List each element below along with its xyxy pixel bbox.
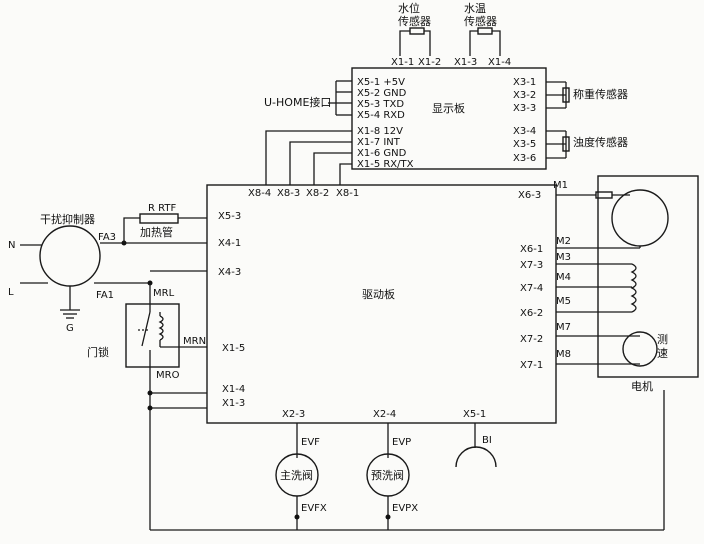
- drive-pin-x1-4: X1-4: [222, 384, 245, 395]
- display-board-label: 显示板: [432, 101, 465, 115]
- mrl-label: MRL: [153, 288, 175, 299]
- turbidity-sensor-label: 浊度传感器: [573, 135, 628, 149]
- display-pin-x5-3: X5-3 TXD: [357, 99, 404, 110]
- water-temp-label-2: 传感器: [464, 15, 497, 28]
- motor-wire-m8: M8: [556, 349, 571, 360]
- heater-code: R RTF: [148, 203, 176, 214]
- heater-label: 加热管: [140, 225, 173, 239]
- bi-component: [455, 446, 497, 468]
- display-pin-x3-3: X3-3: [513, 103, 536, 114]
- tachometer-label-char: 速: [657, 347, 668, 360]
- drive-pin-x2-4: X2-4: [373, 409, 396, 420]
- drive-pin-x7-4: X7-4: [520, 283, 543, 294]
- drive-pin-x8-1: X8-1: [336, 188, 359, 199]
- water-level-label-2: 传感器: [398, 15, 431, 28]
- drive-board-label: 驱动板: [362, 287, 395, 301]
- display-pin-x1-5: X1-5 RX/TX: [357, 159, 414, 170]
- filter-label: 干扰抑制器: [40, 212, 95, 226]
- fa3-label: FA3: [98, 232, 116, 243]
- heater-element: [139, 213, 179, 224]
- display-pin-x1-4: X1-4: [488, 57, 511, 68]
- drive-pin-x4-3: X4-3: [218, 267, 241, 278]
- motor-wire-m4: M4: [556, 272, 571, 283]
- display-pin-x1-2: X1-2: [418, 57, 441, 68]
- motor-wire-m1: M1: [553, 180, 568, 191]
- drive-pin-x1-3: X1-3: [222, 398, 245, 409]
- pre-valve-bottom-label: EVPX: [392, 503, 418, 514]
- drive-pin-x7-1: X7-1: [520, 360, 543, 371]
- main-wash-valve-label: 主洗阀: [280, 468, 313, 482]
- main-valve-bottom-label: EVFX: [301, 503, 327, 514]
- drive-pin-x7-2: X7-2: [520, 334, 543, 345]
- weight-sensor-label: 称重传感器: [573, 87, 628, 101]
- door-lock-coil: [158, 315, 164, 341]
- motor-rotor: [611, 189, 669, 247]
- power-l-label: L: [8, 287, 14, 298]
- pre-valve-top-label: EVP: [392, 437, 411, 448]
- motor-box: [597, 175, 699, 378]
- interference-filter: [39, 225, 101, 287]
- display-pin-x3-2: X3-2: [513, 90, 536, 101]
- drive-pin-x5-3: X5-3: [218, 211, 241, 222]
- display-pin-x1-7: X1-7 INT: [357, 137, 401, 148]
- motor-label: 电机: [631, 379, 653, 393]
- water-temp-label-1: 水温: [464, 2, 486, 15]
- drive-pin-x8-4: X8-4: [248, 188, 271, 199]
- drive-pin-x8-3: X8-3: [277, 188, 300, 199]
- power-n-label: N: [8, 240, 15, 251]
- display-pin-x3-4: X3-4: [513, 126, 536, 137]
- display-pin-x5-1: X5-1 +5V: [357, 77, 405, 88]
- mro-label: MRO: [156, 370, 180, 381]
- water-temp-sensor: [477, 27, 493, 35]
- drive-pin-x2-3: X2-3: [282, 409, 305, 420]
- u-home-label: U-HOME接口: [264, 96, 331, 109]
- drive-pin-x6-2: X6-2: [520, 308, 543, 319]
- drive-pin-x5-1: X5-1: [463, 409, 486, 420]
- motor-wire-m5: M5: [556, 296, 571, 307]
- drive-pin-x6-1: X6-1: [520, 244, 543, 255]
- drive-pin-x6-3: X6-3: [518, 190, 541, 201]
- drive-pin-x7-3: X7-3: [520, 260, 543, 271]
- pre-wash-valve-label: 预洗阀: [371, 468, 404, 482]
- motor-wire-m7: M7: [556, 322, 571, 333]
- display-pin-x3-5: X3-5: [513, 139, 536, 150]
- turbidity-sensor: [562, 136, 570, 152]
- drive-pin-x4-1: X4-1: [218, 238, 241, 249]
- display-pin-x1-1: X1-1: [391, 57, 414, 68]
- display-board: [351, 67, 547, 170]
- display-pin-x1-6: X1-6 GND: [357, 148, 407, 159]
- bi-label: BI: [482, 435, 492, 446]
- door-lock-label: 门锁: [87, 345, 109, 359]
- display-pin-x1-3: X1-3: [454, 57, 477, 68]
- door-lock-switch: [141, 311, 151, 347]
- tachometer-label-char: 测: [657, 333, 668, 346]
- tachometer-label-1: 测速: [657, 333, 668, 360]
- display-pin-x5-4: X5-4 RXD: [357, 110, 405, 121]
- water-level-sensor: [409, 27, 425, 35]
- drive-pin-x8-2: X8-2: [306, 188, 329, 199]
- ground-label: G: [66, 323, 74, 334]
- drive-board: [206, 184, 557, 424]
- tachometer: [622, 331, 658, 367]
- display-pin-x3-6: X3-6: [513, 153, 536, 164]
- display-pin-x1-8: X1-8 12V: [357, 126, 403, 137]
- motor-wire-m2: M2: [556, 236, 571, 247]
- display-pin-x5-2: X5-2 GND: [357, 88, 407, 99]
- motor-winding: [630, 263, 637, 313]
- fa1-label: FA1: [96, 290, 114, 301]
- drive-pin-x1-5: X1-5: [222, 343, 245, 354]
- main-valve-top-label: EVF: [301, 437, 320, 448]
- display-pin-x3-1: X3-1: [513, 77, 536, 88]
- mrn-label: MRN: [183, 336, 206, 347]
- water-level-label-1: 水位: [398, 1, 420, 15]
- weight-sensor: [562, 87, 570, 103]
- motor-wire-m3: M3: [556, 252, 571, 263]
- door-lock-box: [125, 303, 180, 368]
